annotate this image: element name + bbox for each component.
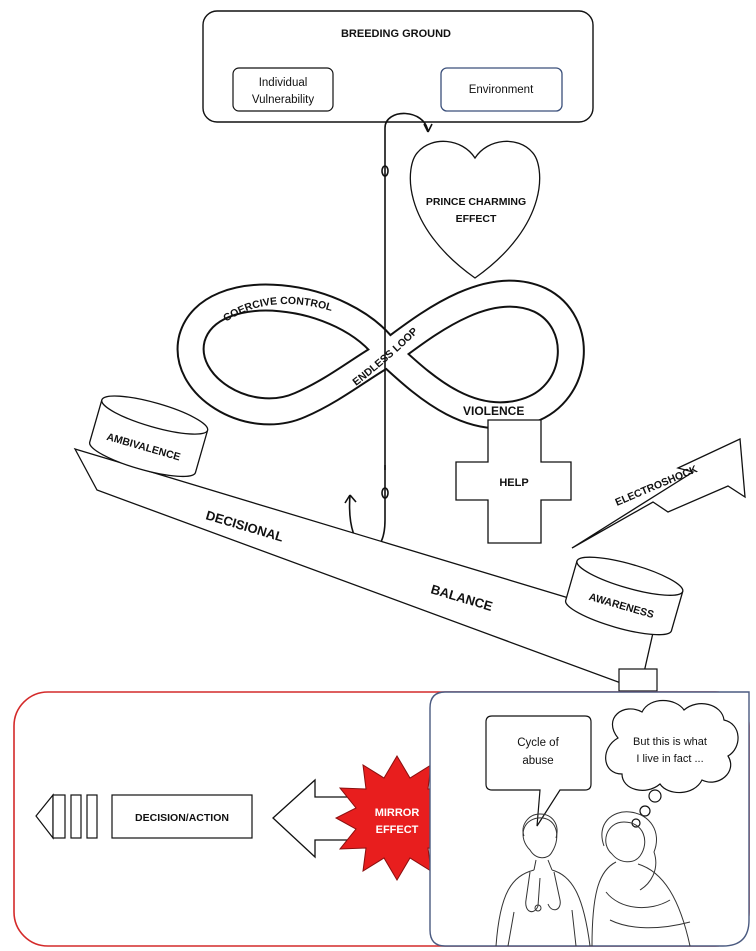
vulnerability-box: [232, 67, 334, 112]
speech-bubble: Cycle of abuse: [485, 715, 592, 827]
decisional-balance-beam: DECISIONAL BALANCE: [73, 447, 658, 692]
ambivalence-weight: AMBIVALENCE: [89, 395, 209, 478]
decision-action-arrow: DECISION/ACTION: [35, 793, 253, 840]
violence-label: VIOLENCE: [463, 404, 524, 418]
consultation-panel: Cycle of abuse But this is what I live i…: [429, 691, 750, 947]
thought-label-1: But this is what: [633, 736, 707, 748]
prince-charming-label-2: EFFECT: [456, 213, 497, 225]
environment-box: [440, 67, 563, 112]
help-cross: HELP: [455, 419, 572, 544]
prince-charming-label-1: PRINCE CHARMING: [426, 196, 526, 208]
fishing-hook: [344, 112, 433, 552]
prince-charming-heart: PRINCE CHARMING EFFECT: [409, 140, 541, 279]
breeding-ground-title: BREEDING GROUND: [341, 28, 451, 40]
thought-label-2: I live in fact ...: [636, 753, 703, 765]
breeding-ground-box: BREEDING GROUND Individual Vulnerability…: [202, 10, 594, 123]
endless-loop-infinity: COERCIVE CONTROL ENDLESS LOOP VIOLENCE: [176, 279, 585, 430]
beam-pivot: [618, 668, 658, 692]
awareness-weight: AWARENESS: [564, 556, 684, 636]
help-label: HELP: [499, 477, 528, 489]
speech-label-2: abuse: [522, 755, 553, 767]
doctor-patient-illustration: [495, 811, 691, 947]
vulnerability-label-1: Individual: [259, 77, 308, 89]
electroshock-bolt: ELECTROSHOCK: [571, 438, 746, 549]
environment-label: Environment: [469, 84, 534, 96]
vulnerability-label-2: Vulnerability: [252, 94, 314, 106]
thought-cloud: [605, 699, 739, 828]
speech-label-1: Cycle of: [517, 737, 559, 749]
decision-action-label: DECISION/ACTION: [135, 812, 229, 824]
mirror-effect-label-2: EFFECT: [376, 824, 419, 836]
mirror-effect-label-1: MIRROR: [375, 807, 420, 819]
